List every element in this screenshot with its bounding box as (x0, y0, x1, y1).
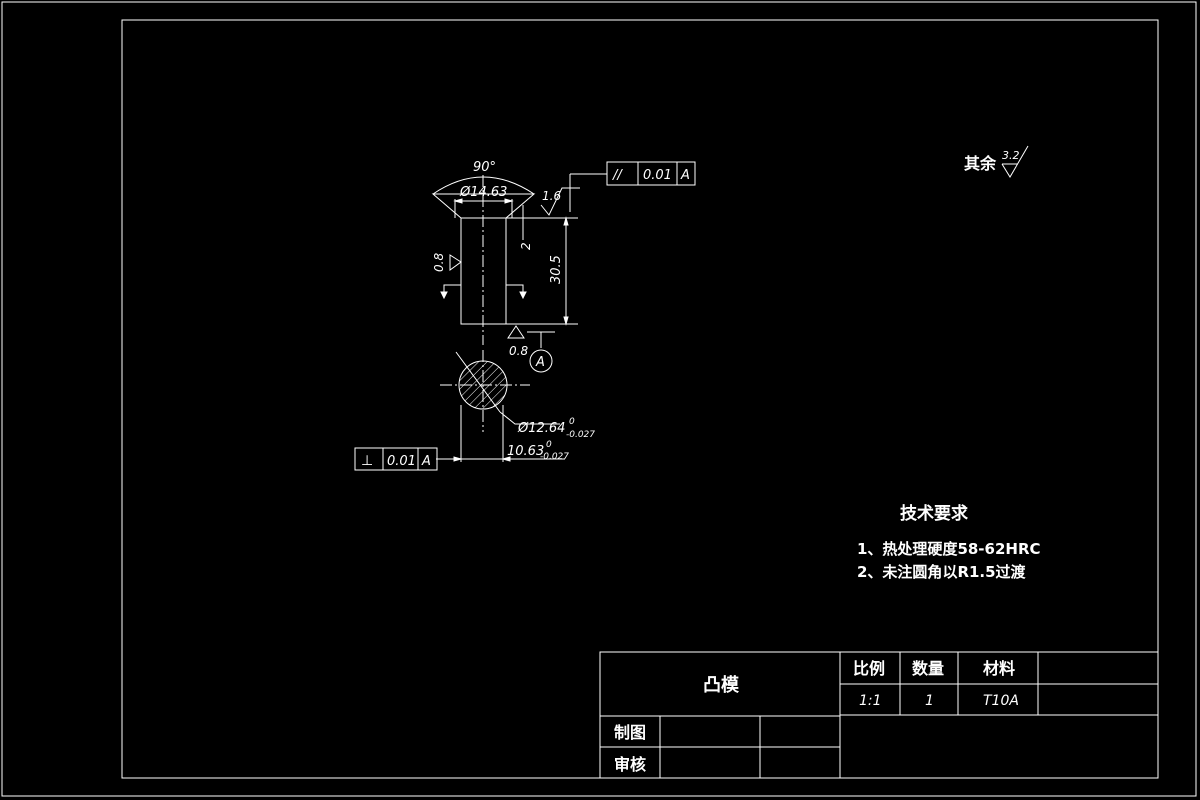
top-diameter-label: Ø14.63 (459, 185, 507, 200)
title-block (599, 651, 1159, 779)
tech-requirement-item: 1、热处理硬度58-62HRC (857, 540, 1041, 558)
top-roughness-label: 1.6 (542, 189, 561, 203)
part-front-view (431, 173, 607, 373)
flat-dim-tol-upper: 0 (546, 440, 552, 450)
tech-requirement-item: 2、未注圆角以R1.5过渡 (857, 563, 1027, 581)
tech-requirements: 技术要求 1、热处理硬度58-62HRC 2、未注圆角以R1.5过渡 (857, 503, 1041, 581)
tolerance-frame-parallel: // 0.01 A (606, 161, 696, 186)
scale-label: 比例 (853, 659, 885, 678)
section-diameter-tol-lower: -0.027 (566, 430, 595, 440)
length-dim-label: 30.5 (549, 255, 564, 284)
flat-dim-tol-lower: -0.027 (540, 452, 569, 462)
material-label: 材料 (983, 659, 1015, 678)
section-diameter-tol-upper: 0 (569, 417, 575, 427)
scale-value: 1:1 (859, 693, 882, 709)
part-name: 凸模 (703, 674, 740, 696)
part-section-view (436, 350, 565, 462)
side-roughness-label: 0.8 (432, 253, 446, 272)
tolerance-datum: A (421, 454, 431, 469)
chamfer-dim-label: 2 (519, 242, 533, 250)
flat-dim-label: 10.63 (507, 444, 544, 459)
tolerance-value: 0.01 (643, 168, 672, 183)
general-roughness-label: 其余 (964, 154, 997, 173)
tolerance-value: 0.01 (387, 454, 416, 469)
general-roughness: 其余 3.2 (964, 145, 1029, 178)
tolerance-frame-perpendicular: ⊥ 0.01 A (354, 447, 438, 471)
drawn-label: 制图 (614, 723, 646, 742)
parallel-icon: // (612, 168, 623, 183)
quantity-value: 1 (925, 693, 934, 709)
perpendicular-icon: ⊥ (361, 453, 373, 469)
section-diameter-label: Ø12.64 (517, 421, 565, 436)
tech-requirements-title: 技术要求 (900, 503, 968, 524)
material-value: T10A (983, 693, 1019, 709)
tolerance-datum: A (680, 168, 690, 183)
angle-label: 90° (473, 160, 496, 175)
quantity-label: 数量 (912, 659, 944, 678)
datum-label: A (535, 355, 545, 370)
checked-label: 审核 (614, 755, 646, 774)
bottom-roughness-label: 0.8 (509, 344, 528, 358)
general-roughness-value: 3.2 (1002, 149, 1020, 162)
